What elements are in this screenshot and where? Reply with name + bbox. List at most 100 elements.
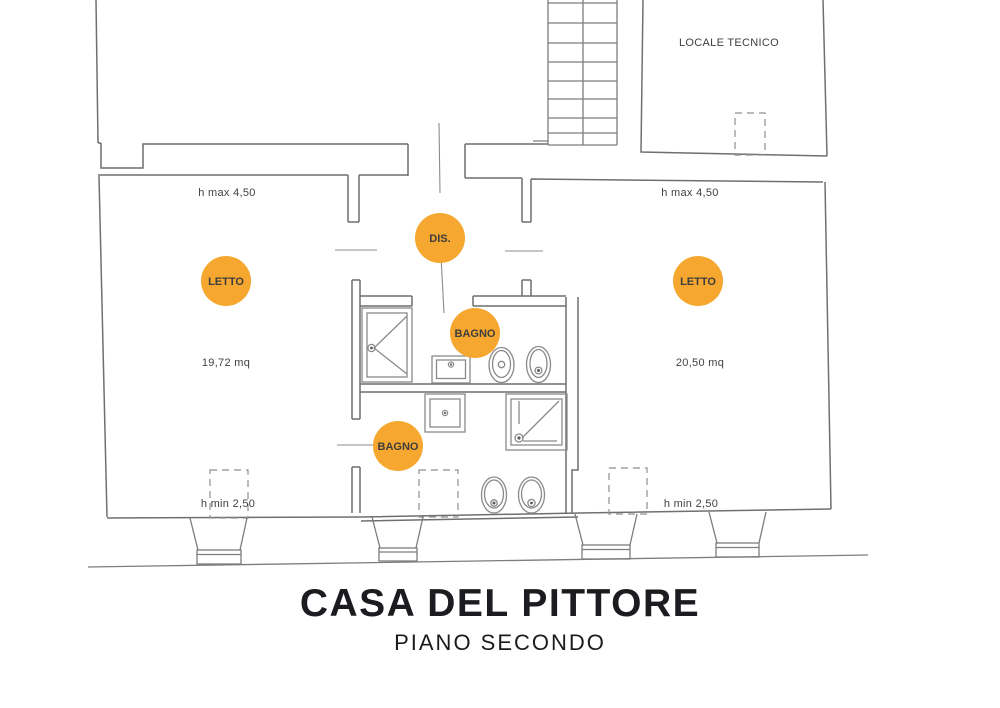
bathroom-north-wall (360, 279, 566, 307)
locale-tecnico-dashed-opening (734, 112, 766, 156)
sink-upper-outer (431, 355, 471, 384)
bidet-lower-drain-dot (530, 501, 533, 505)
marker-bagno-upper: BAGNO (450, 308, 500, 358)
locale-tecnico-label: LOCALE TECNICO (679, 37, 779, 49)
sink-lower-faucet (441, 409, 449, 417)
shower-lower-inner (510, 398, 563, 446)
pillar-3 (574, 513, 638, 560)
pillar-1 (189, 517, 248, 565)
bathroom-divider-wall (360, 383, 566, 393)
sink-upper-basin (435, 359, 467, 380)
outer-walls (95, 0, 832, 522)
area-left-label: 19,72 mq (202, 357, 250, 369)
marker-dis: DIS. (415, 213, 465, 263)
marker-letto-left: LETTO (201, 256, 251, 306)
marker-bagno-lower-label: BAGNO (378, 441, 419, 453)
outer-right-wall (824, 181, 832, 510)
dashed-opening-bathroom (418, 469, 459, 518)
h-min-right-label: h min 2,50 (664, 498, 718, 510)
marker-dis-label: DIS. (429, 233, 450, 245)
pillar-4-taper (708, 511, 767, 544)
bidet-upper-drain (534, 366, 543, 375)
sink-upper-faucet (447, 361, 455, 368)
marker-letto-right-circle (673, 256, 723, 306)
shower-lower-drain (514, 433, 524, 443)
marker-bagno-lower-circle (373, 421, 423, 471)
sink-lower-faucet-dot (443, 411, 447, 415)
pillar-2-base (378, 547, 418, 562)
pillar-4 (708, 511, 767, 558)
shower-upper-outer (361, 307, 413, 383)
marker-dis-circle (415, 213, 465, 263)
toilet-lower (480, 476, 508, 514)
marker-letto-right: LETTO (673, 256, 723, 306)
sink-upper-faucet-dot (449, 363, 453, 366)
toilet-upper-bowl (488, 346, 515, 384)
marker-letto-left-circle (201, 256, 251, 306)
toilet-upper-drain (497, 360, 506, 369)
wall-band-bottom-edge (98, 174, 824, 223)
bottom-wall (106, 508, 832, 522)
toilet-lower-rim (483, 479, 505, 509)
marker-bagno-upper-label: BAGNO (455, 328, 496, 340)
pillar-3-taper (574, 513, 638, 546)
marker-bagno-upper-circle (450, 308, 500, 358)
sink-lower-basin (429, 398, 461, 428)
pillars (87, 511, 869, 568)
staircase-stringers (533, 0, 618, 145)
shower-lower-outer (505, 393, 568, 451)
pillar-1-taper (189, 517, 248, 551)
toilet-lower-bowl (480, 476, 508, 514)
room-markers: LETTO DIS. BAGNO BAGNO LETTO (201, 213, 723, 471)
shower-upper-drain (367, 343, 376, 353)
pillar-2-taper (371, 516, 424, 549)
shower-lower (505, 393, 568, 451)
toilet-lower-drain (490, 499, 498, 507)
pillar-3-base (581, 544, 631, 560)
dashed-openings (209, 467, 648, 519)
ground-line (87, 554, 869, 568)
bathroom-east-wall (565, 297, 579, 513)
sink-upper (431, 355, 471, 384)
locale-tecnico-walls (640, 0, 828, 157)
doorway-threshold-lines (335, 249, 543, 446)
page-title: CASA DEL PITTORE (299, 582, 701, 625)
bathroom-west-wall (351, 279, 361, 513)
bidet-lower (517, 476, 546, 514)
wall-band-top-edge (95, 0, 548, 178)
axis-centerline (438, 122, 445, 314)
page-subtitle: PIANO SECONDO (394, 630, 606, 655)
pillar-4-base (715, 542, 760, 558)
h-max-right-label: h max 4,50 (661, 187, 718, 199)
door-markers (335, 122, 543, 446)
shower-upper-diagonals (373, 315, 408, 375)
staircase (533, 0, 618, 146)
shower-upper-inner (366, 312, 408, 378)
area-right-label: 20,50 mq (676, 357, 724, 369)
h-min-left-label: h min 2,50 (201, 498, 255, 510)
bathroom-walls (351, 279, 579, 513)
bidet-lower-rim (520, 479, 543, 509)
marker-letto-right-label: LETTO (680, 276, 716, 288)
toilet-upper-rim (491, 349, 512, 379)
title-block: CASA DEL PITTORE PIANO SECONDO (0, 584, 1000, 656)
h-max-left-label: h max 4,50 (198, 187, 255, 199)
bidet-lower-drain (527, 498, 536, 508)
shower-lower-diagonals (518, 400, 560, 442)
pillar-1-base (196, 549, 242, 565)
sink-lower (424, 393, 466, 433)
shower-lower-drain-dot (517, 436, 521, 440)
bidet-upper-rim (529, 348, 548, 379)
shower-upper (361, 307, 413, 383)
staircase-treads (548, 2, 617, 146)
toilet-lower-drain-dot (492, 501, 496, 505)
pillar-2 (371, 516, 424, 562)
locale-tecnico-room: LOCALE TECNICO (640, 0, 828, 157)
toilet-upper (488, 346, 515, 384)
dashed-opening-right-bedroom (608, 467, 648, 515)
marker-letto-left-label: LETTO (208, 276, 244, 288)
marker-bagno-lower: BAGNO (373, 421, 423, 471)
room-annotations: h max 4,50 h max 4,50 19,72 mq 20,50 mq … (198, 187, 724, 510)
